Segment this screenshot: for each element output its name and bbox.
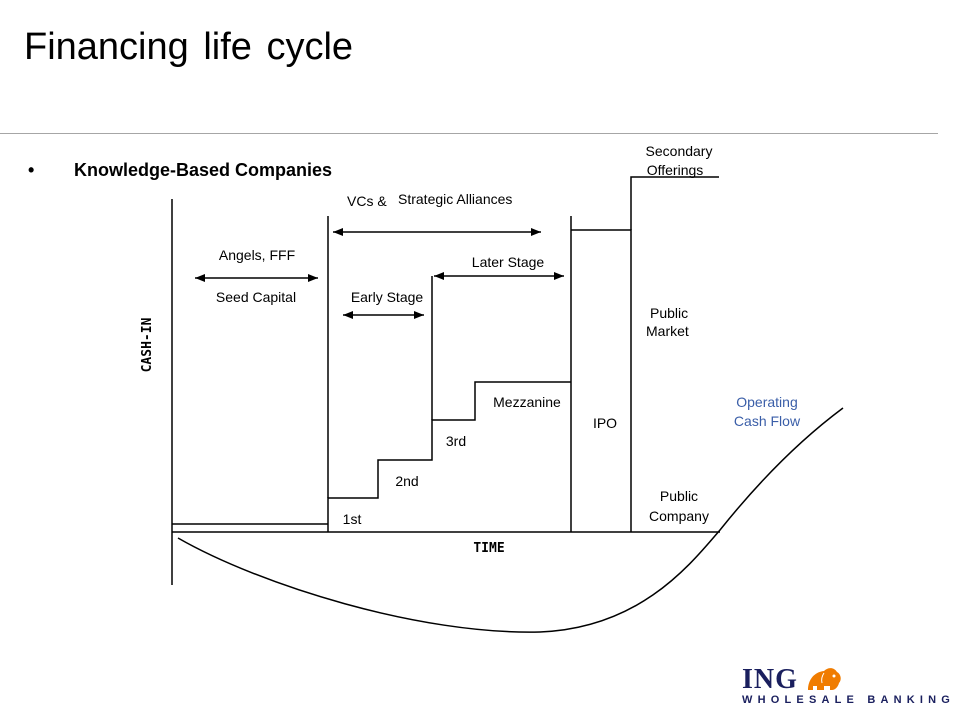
- ing-logo: ING WHOLESALE BANKING: [742, 664, 950, 712]
- slide-title: Financing life cycle: [24, 26, 354, 68]
- ipo-step: [571, 229, 632, 532]
- mezzanine-label: Mezzanine: [493, 394, 561, 410]
- bullet-text: Knowledge-Based Companies: [74, 160, 333, 180]
- third-round-label: 3rd: [446, 433, 466, 449]
- public-market-label-2: Market: [646, 323, 689, 339]
- operating-cash-flow-curve: [177, 407, 844, 633]
- strategic-alliances-label: Strategic Alliances: [398, 191, 512, 207]
- y-axis-label: CASH-IN: [140, 317, 155, 372]
- x-axis-label: TIME: [473, 541, 504, 556]
- ing-wordmark: ING: [742, 664, 798, 695]
- angels-label: Angels, FFF: [219, 247, 295, 263]
- seed-capital-label: Seed Capital: [216, 289, 296, 305]
- secondary-offerings-step: [630, 176, 719, 230]
- early-stage-label: Early Stage: [351, 289, 424, 305]
- public-company-label-1: Public: [660, 488, 698, 504]
- ipo-label: IPO: [593, 415, 617, 431]
- bullet-item: • Knowledge-Based Companies: [28, 160, 332, 181]
- wholesale-banking-text: WHOLESALE BANKING: [742, 694, 956, 706]
- operating-cash-flow-label-1: Operating: [736, 394, 797, 410]
- first-round-label: 1st: [343, 511, 362, 527]
- lion-icon: [808, 668, 841, 690]
- later-stage-label: Later Stage: [472, 254, 545, 270]
- secondary-offerings-label-1: Secondary: [646, 143, 713, 159]
- second-round-label: 2nd: [395, 473, 418, 489]
- operating-cash-flow-label-2: Cash Flow: [734, 413, 801, 429]
- public-market-label-1: Public: [650, 305, 688, 321]
- bullet-dot: •: [28, 160, 35, 180]
- financing-staircase: [327, 381, 571, 532]
- title-divider: [0, 133, 938, 134]
- vcs-label: VCs &: [347, 193, 387, 209]
- public-company-label-2: Company: [649, 508, 709, 524]
- secondary-offerings-label-2: Offerings: [647, 162, 704, 178]
